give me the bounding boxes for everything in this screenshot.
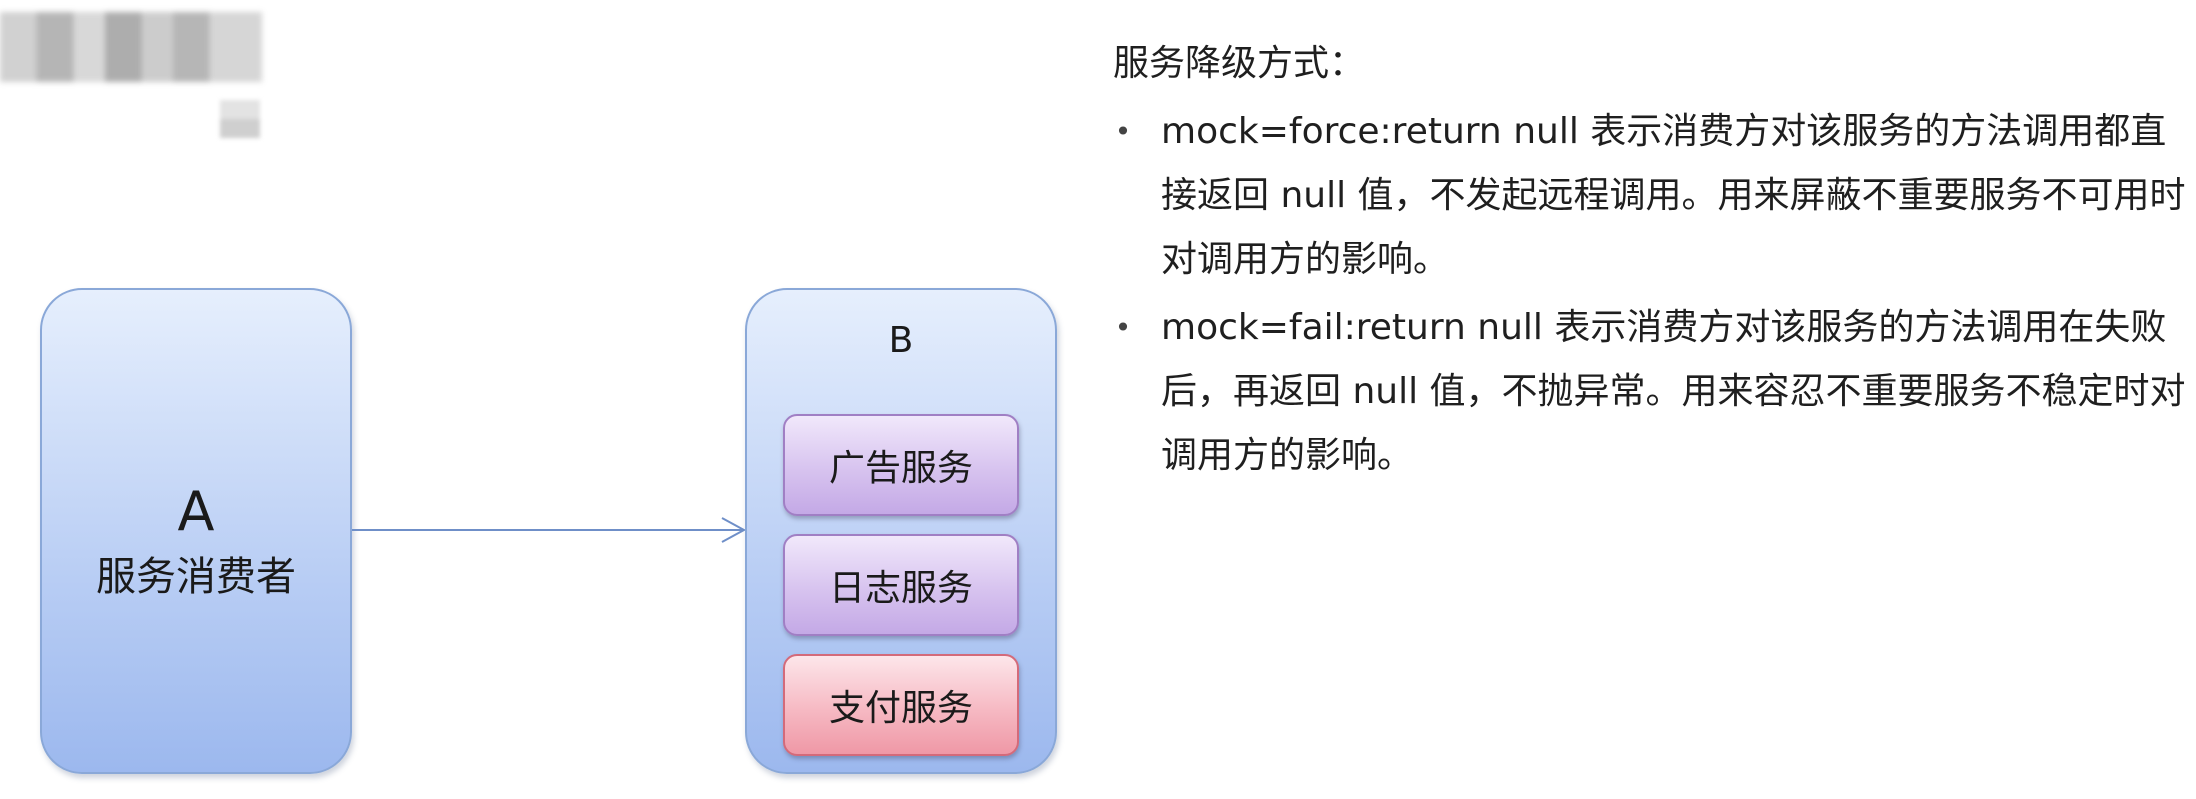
bullet-dot-icon: • <box>1114 115 1132 148</box>
service-label: 支付服务 <box>828 688 973 729</box>
bullet-text: mock=fail:return null 表示消费方对该服务的方法调用在失败后… <box>1161 307 2186 476</box>
provider-letter: B <box>888 320 914 361</box>
call-arrow <box>352 517 747 543</box>
consumer-letter: A <box>177 480 215 543</box>
bullet-list: • mock=force:return null 表示消费方对该服务的方法调用都… <box>1113 100 2188 488</box>
service-label: 日志服务 <box>828 568 973 609</box>
consumer-label: 服务消费者 <box>96 554 296 600</box>
service-log: 日志服务 <box>783 534 1019 636</box>
blurred-watermark-small <box>220 100 260 138</box>
blurred-watermark <box>0 12 262 82</box>
bullet-item: • mock=fail:return null 表示消费方对该服务的方法调用在失… <box>1113 296 2188 488</box>
bullet-dot-icon: • <box>1114 311 1132 344</box>
bullet-item: • mock=force:return null 表示消费方对该服务的方法调用都… <box>1113 100 2188 292</box>
consumer-box: A 服务消费者 <box>40 288 352 774</box>
bullet-text: mock=force:return null 表示消费方对该服务的方法调用都直接… <box>1161 111 2186 280</box>
panel-title: 服务降级方式： <box>1113 43 1366 84</box>
service-label: 广告服务 <box>828 448 973 489</box>
provider-box: B 广告服务 日志服务 支付服务 <box>745 288 1057 774</box>
service-ad: 广告服务 <box>783 414 1019 516</box>
service-payment: 支付服务 <box>783 654 1019 756</box>
degradation-description: 服务降级方式： • mock=force:return null 表示消费方对该… <box>1113 34 2188 492</box>
